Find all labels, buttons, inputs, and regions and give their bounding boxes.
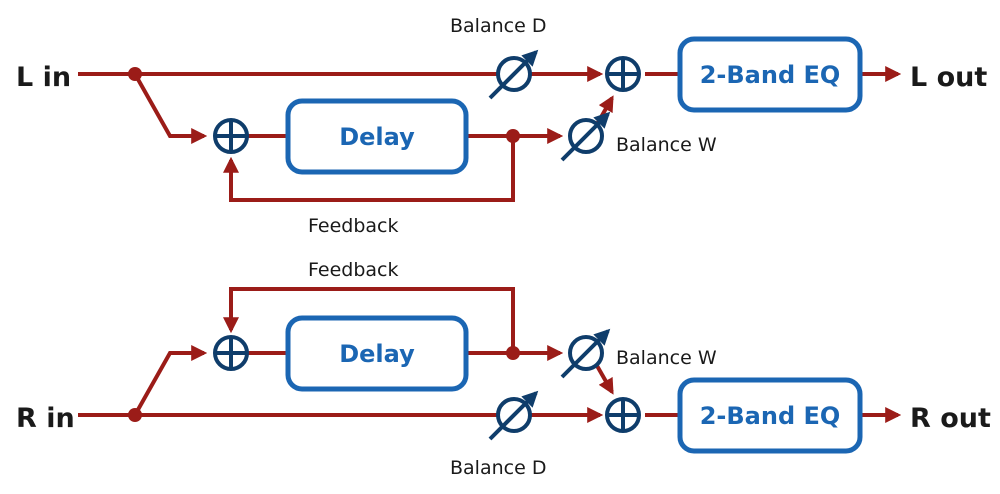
right-balance-d-knob[interactable] — [488, 390, 539, 441]
left-balance-d-knob[interactable] — [488, 49, 539, 100]
left-delay-label: Delay — [339, 123, 415, 151]
right-input-sum-node — [213, 335, 249, 371]
left-balance-d-label: Balance D — [450, 15, 546, 37]
left-eq-box — [677, 36, 863, 113]
right-feedback-label: Feedback — [308, 259, 398, 281]
right-input-label: R in — [16, 403, 75, 434]
left-input-sum-node — [213, 118, 249, 154]
left-balance-w-label: Balance W — [616, 134, 717, 156]
right-balance-w-knob[interactable] — [560, 328, 611, 379]
left-delay-box — [285, 98, 469, 175]
right-feedback-loop-line — [223, 287, 515, 353]
right-output-sum-node — [605, 397, 641, 433]
right-balance-d-label: Balance D — [450, 457, 546, 479]
left-channel: L in Delay — [16, 15, 987, 237]
left-input-label: L in — [16, 62, 71, 93]
left-balance-w-knob[interactable] — [560, 111, 611, 162]
left-eq-label: 2-Band EQ — [700, 61, 841, 89]
right-balance-w-label: Balance W — [616, 347, 717, 369]
left-output-label: L out — [910, 62, 987, 93]
right-wet-to-sum-line — [594, 363, 614, 395]
right-delay-box — [285, 315, 469, 392]
left-output-sum-node — [605, 56, 641, 92]
left-feedback-loop-line — [223, 136, 515, 202]
right-wet-branch-line — [133, 345, 208, 416]
left-feedback-label: Feedback — [308, 215, 398, 237]
left-wet-branch-line — [133, 73, 208, 144]
right-eq-box — [677, 377, 863, 454]
right-channel: R in Delay — [16, 259, 991, 479]
right-output-label: R out — [910, 403, 991, 434]
right-eq-label: 2-Band EQ — [700, 402, 841, 430]
right-delay-label: Delay — [339, 340, 415, 368]
